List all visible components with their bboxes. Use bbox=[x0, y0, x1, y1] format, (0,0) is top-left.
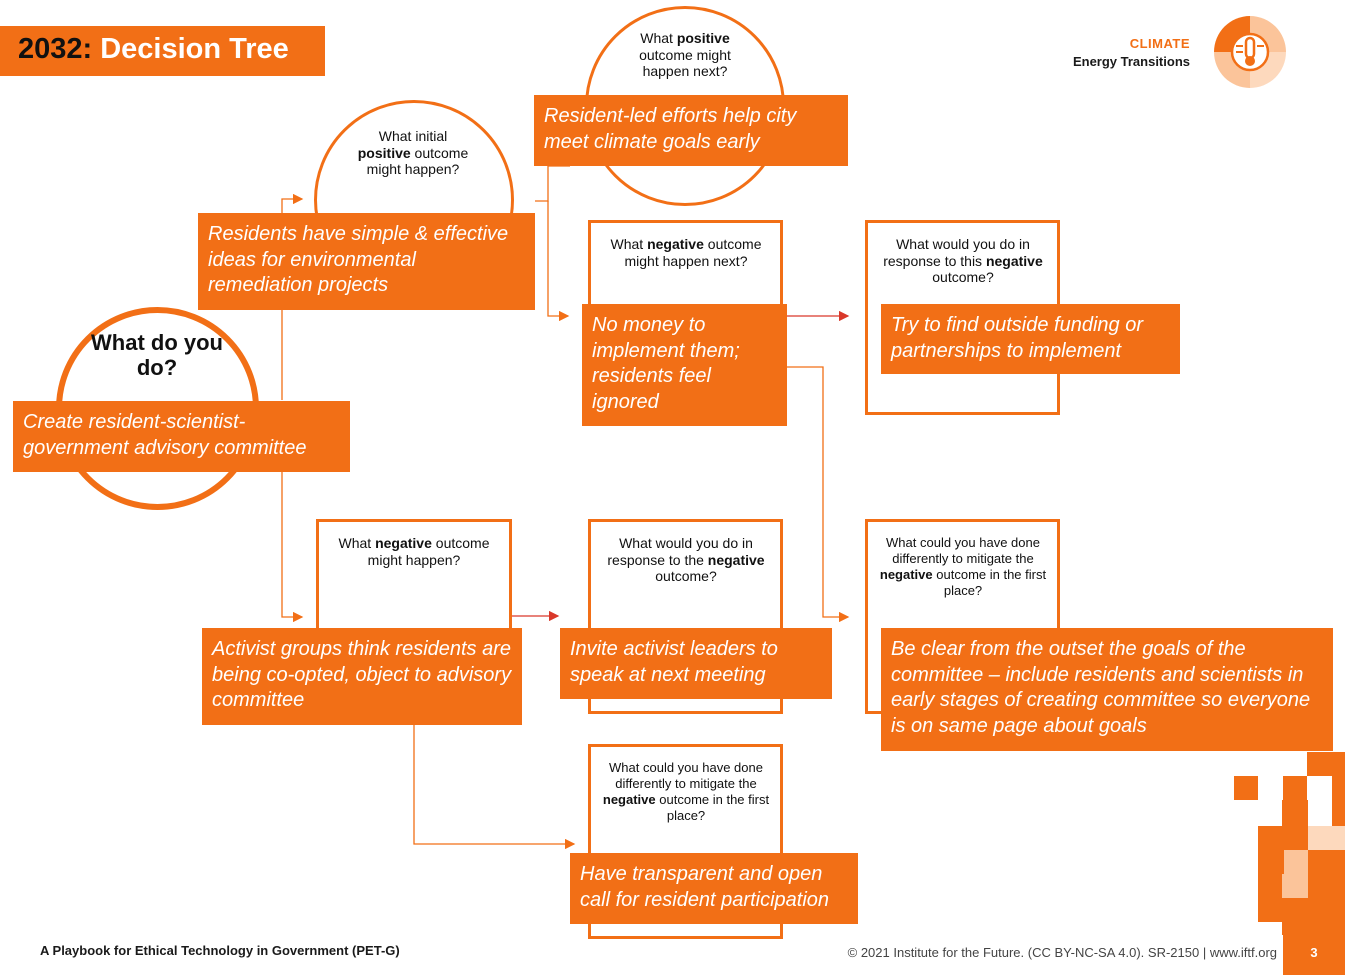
next-negative-question: What negative outcome might happen next? bbox=[610, 236, 762, 269]
mitigate-next-negative-question: What could you have done differently to … bbox=[879, 535, 1047, 598]
response-next-negative-answer: Try to find outside funding or partnersh… bbox=[881, 304, 1180, 374]
root-question: What do you do? bbox=[91, 330, 223, 380]
response-initial-negative-question: What would you do in response to the neg… bbox=[607, 535, 765, 584]
root-answer: Create resident-scientist-government adv… bbox=[13, 401, 350, 472]
mitigate-initial-negative-answer: Have transparent and open call for resid… bbox=[570, 853, 858, 924]
decorative-pixel-blocks bbox=[1234, 752, 1345, 935]
footer-publication: A Playbook for Ethical Technology in Gov… bbox=[40, 943, 400, 958]
next-negative-answer: No money to implement them; residents fe… bbox=[582, 304, 787, 426]
initial-negative-question: What negative outcome might happen? bbox=[338, 535, 490, 568]
next-positive-answer: Resident-led efforts help city meet clim… bbox=[534, 95, 848, 166]
page-number: 3 bbox=[1283, 935, 1345, 975]
mitigate-initial-negative-question: What could you have done differently to … bbox=[602, 760, 770, 823]
initial-negative-answer: Activist groups think residents are bein… bbox=[202, 628, 522, 725]
initial-positive-answer: Residents have simple & effective ideas … bbox=[198, 213, 535, 310]
brand-subtitle: Energy Transitions bbox=[1072, 54, 1190, 69]
footer-copyright: © 2021 Institute for the Future. (CC BY-… bbox=[847, 945, 1277, 960]
brand-category: CLIMATE bbox=[1129, 36, 1190, 51]
response-next-negative-question: What would you do in response to this ne… bbox=[883, 236, 1043, 285]
title-banner bbox=[0, 26, 325, 76]
page-title: 2032: Decision Tree bbox=[18, 33, 289, 65]
response-initial-negative-answer: Invite activist leaders to speak at next… bbox=[560, 628, 832, 699]
mitigate-next-negative-answer: Be clear from the outset the goals of th… bbox=[881, 628, 1333, 751]
climate-thermometer-icon bbox=[1214, 16, 1286, 88]
next-positive-question: What positive outcome might happen next? bbox=[639, 30, 731, 79]
